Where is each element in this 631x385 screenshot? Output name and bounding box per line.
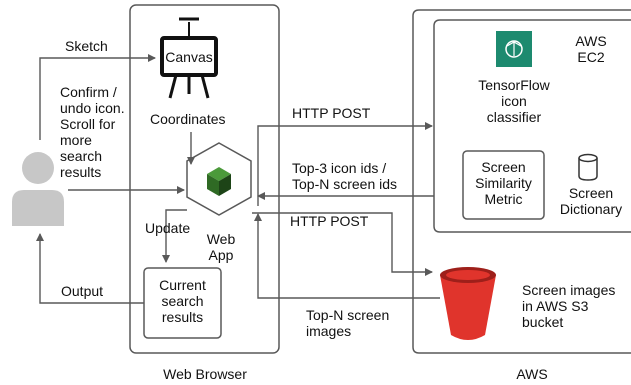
aws-group	[412, 9, 631, 354]
database-icon	[578, 153, 598, 181]
similarity-box	[462, 150, 545, 220]
canvas-label: Canvas	[165, 49, 213, 65]
tensorflow-label: TensorFlow icon classifier	[478, 77, 550, 125]
s3-label: Screen images in AWS S3 bucket	[522, 282, 616, 330]
aws-ec2-group	[433, 19, 631, 233]
dictionary-label: Screen Dictionary	[559, 185, 623, 217]
top-n-images-label: Top-N screen images	[306, 307, 390, 339]
web-browser-group	[129, 4, 280, 354]
aws-ec2-label: AWS EC2	[575, 33, 607, 65]
similarity-label: Screen Similarity Metric	[475, 159, 532, 207]
http-post-2-label: HTTP POST	[290, 213, 369, 229]
http-post-1-label: HTTP POST	[292, 105, 371, 121]
top3-label: Top-3 icon ids / Top-N screen ids	[292, 160, 398, 192]
web-browser-label: Web Browser	[163, 366, 247, 382]
easel-icon	[160, 17, 218, 99]
output-label: Output	[61, 283, 104, 299]
edge-sketch	[39, 54, 156, 140]
edge-top-n-images	[254, 213, 440, 299]
sketch-label: Sketch	[65, 38, 108, 54]
s3-bucket-icon	[440, 267, 496, 340]
tensorflow-icon	[496, 31, 532, 67]
user-icon	[12, 152, 64, 226]
edge-output	[36, 233, 144, 304]
edge-update	[162, 209, 187, 263]
aws-label: AWS	[516, 366, 548, 382]
confirm-label: Confirm / undo icon. Scroll for more sea…	[60, 84, 125, 180]
coordinates-label: Coordinates	[150, 111, 226, 127]
current-results-label: Current search results	[159, 277, 206, 325]
update-label: Update	[145, 220, 191, 236]
cube-icon	[186, 142, 252, 216]
edge-http-post-1	[257, 122, 433, 206]
edge-http-post-2	[252, 212, 433, 276]
webapp-label: Web App	[206, 231, 236, 263]
